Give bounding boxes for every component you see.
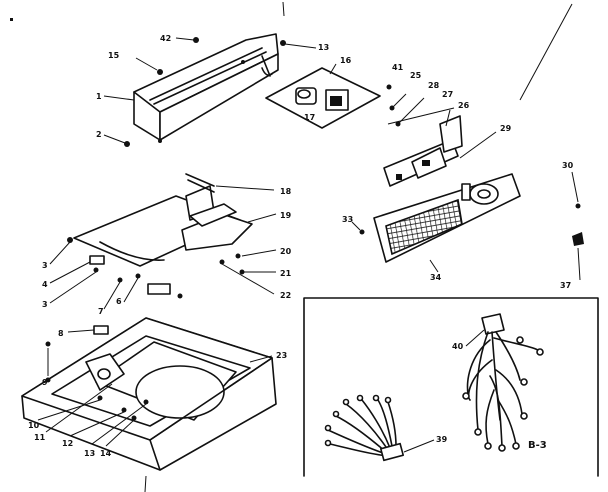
callout-26: 26 [458,101,470,110]
lid-switch-part [73,173,277,295]
callout-13-lower: 13 [84,449,95,458]
callout-41: 41 [392,63,404,72]
callout-37: 37 [560,281,571,290]
callout-11: 11 [34,433,46,442]
callout-8: 8 [58,329,64,338]
callout-28: 28 [428,81,440,90]
inset-label: B-3 [528,440,547,451]
callout-18: 18 [280,187,292,196]
callout-12: 12 [62,439,73,448]
console-top-part [103,33,317,147]
callout-30: 30 [562,161,574,170]
wiring-inset [303,297,599,477]
callout-15: 15 [108,51,120,60]
callout-16: 16 [340,56,352,65]
callout-25: 25 [410,71,422,80]
scan-marks [10,1,573,492]
callout-1: 1 [96,92,102,101]
callout-10: 10 [28,421,40,430]
callout-29: 29 [500,124,512,133]
callout-23: 23 [276,351,287,360]
callout-2: 2 [96,130,102,139]
callout-39: 39 [436,435,448,444]
timer-bracket-part [265,63,381,129]
callout-34: 34 [430,273,442,282]
top-cover-part [21,317,277,471]
callout-40: 40 [452,342,464,351]
callout-21: 21 [280,269,292,278]
callout-4: 4 [42,280,48,289]
callout-17: 17 [304,113,315,122]
callout-7: 7 [98,307,104,316]
callout-42: 42 [160,34,171,43]
callout-3-lower: 3 [42,300,48,309]
hinge-hardware-part [49,237,183,310]
callout-9: 9 [42,378,48,387]
callout-3-upper: 3 [42,261,48,270]
callout-22: 22 [280,291,291,300]
callout-13: 13 [318,43,329,52]
callout-19: 19 [280,211,292,220]
callout-20: 20 [280,247,292,256]
callout-27: 27 [442,90,453,99]
callout-14: 14 [100,449,112,458]
callout-6: 6 [116,297,122,306]
callout-33: 33 [342,215,353,224]
switch-plate-part [383,84,497,187]
control-panel-part [351,171,584,281]
